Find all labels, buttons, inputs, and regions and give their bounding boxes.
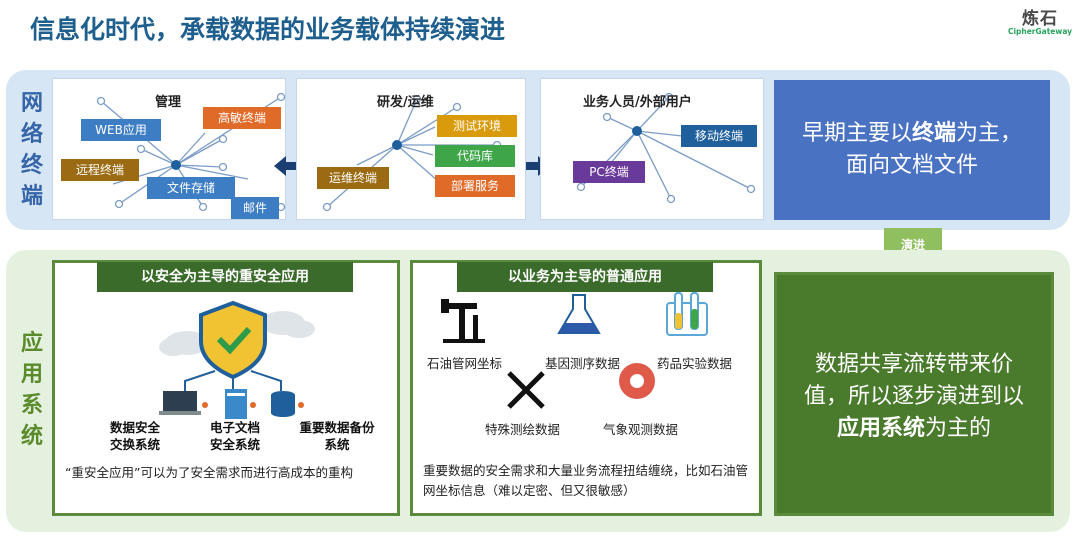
panel-business-users-title: 业务人员/外部用户 [583, 95, 692, 110]
summary-terminal-box: 早期主要以终端为主，面向文档文件 [774, 80, 1050, 220]
panel-devops: 研发/运维 测试环境 代码库 运维终端 部署服务 [296, 78, 526, 220]
tag-deploy-service: 部署服务 [435, 175, 515, 197]
item-e-document-system: 电子文档 安全系统 [209, 420, 260, 452]
item-weather-observation: 气象观测数据 [603, 422, 679, 437]
weather-icon [619, 363, 655, 399]
tag-email: 邮件 [231, 197, 279, 219]
tag-code-repo: 代码库 [435, 145, 515, 167]
section-bottom-label-char: 统 [20, 424, 43, 449]
panel-management: 管理 WEB应用 高敏终端 远程终端 文件存储 邮件 [52, 78, 286, 220]
panel-management-title: 管理 [155, 95, 182, 110]
security-illustration [159, 300, 315, 419]
section-top-label: 网 络 终 端 [16, 88, 48, 212]
item-data-exchange-system: 数据安全 交换系统 [109, 420, 160, 452]
security-app-frame: 以安全为主导的重安全应用 数据安全 交换系统 电子文档 安全系统 重要数据备份 … [52, 260, 400, 516]
tag-mobile-terminal: 移动终端 [681, 125, 757, 147]
section-top-label-char: 终 [20, 153, 43, 178]
business-app-banner: 以业务为主导的普通应用 [457, 262, 713, 292]
summary-terminal-pre: 早期主要以 [801, 121, 912, 146]
logo-en-text: CipherGateway [1007, 27, 1073, 36]
panel-business-users: 业务人员/外部用户 移动终端 PC终端 [540, 78, 764, 220]
business-app-caption: 重要数据的安全需求和大量业务流程扭结缠绕，比如石油管网坐标信息（难以定密、但又很… [423, 463, 749, 498]
item-special-survey: 特殊测绘数据 [485, 422, 561, 437]
section-top-label-char: 络 [20, 122, 43, 147]
business-icons [441, 292, 708, 409]
business-app-frame: 以业务为主导的普通应用 石油管网坐标 基因测序数 [410, 260, 762, 516]
evolution-arrow-label: 演进 [900, 238, 925, 252]
section-bottom-label-char: 系 [20, 393, 43, 418]
company-logo: 炼石 CipherGateway [1006, 4, 1074, 36]
flask-icon [557, 294, 601, 334]
summary-terminal-post: 为主，面向文档文件 [845, 121, 1023, 178]
shield-check-icon [199, 300, 267, 380]
summary-application-post: 为主的 [925, 416, 992, 441]
tag-web-app: WEB应用 [81, 119, 161, 141]
test-tubes-icon [666, 292, 708, 336]
ruler-pencil-icon [507, 371, 545, 409]
section-bottom-label-char: 用 [20, 362, 43, 387]
item-gene-sequencing: 基因测序数据 [545, 356, 621, 371]
summary-application-box: 数据共享流转带来价值，所以逐步演进到以应用系统为主的 [774, 272, 1054, 516]
tag-test-env: 测试环境 [437, 115, 517, 137]
section-bottom-label: 应 用 系 统 [16, 328, 48, 452]
summary-application-pre: 数据共享流转带来价值，所以逐步演进到以 [803, 352, 1024, 409]
tag-remote-terminal: 远程终端 [61, 159, 139, 181]
summary-application-bold: 应用系统 [836, 416, 925, 441]
item-data-backup-system: 重要数据备份 系统 [299, 420, 375, 452]
security-app-caption: “重安全应用”可以为了安全需求而进行高成本的重构 [65, 465, 353, 480]
tag-file-storage: 文件存储 [147, 177, 235, 199]
tag-pc-terminal: PC终端 [573, 161, 645, 183]
section-bottom-label-char: 应 [20, 331, 43, 356]
summary-terminal-bold: 终端 [911, 121, 956, 146]
oil-pump-icon [441, 299, 485, 343]
tag-ops-terminal: 运维终端 [317, 167, 389, 189]
logo-cn-text: 炼石 [1022, 9, 1058, 29]
section-top-label-char: 网 [20, 91, 43, 116]
item-drug-experiment: 药品实验数据 [657, 356, 733, 371]
tag-sensitive-terminal: 高敏终端 [203, 107, 281, 129]
panel-devops-title: 研发/运维 [377, 95, 434, 110]
business-network-lines [576, 92, 756, 204]
item-oil-pipeline-coords: 石油管网坐标 [427, 356, 503, 371]
section-top-label-char: 端 [20, 184, 43, 209]
security-app-banner: 以安全为主导的重安全应用 [97, 262, 353, 292]
page-title: 信息化时代，承载数据的业务载体持续演进 [30, 15, 506, 44]
